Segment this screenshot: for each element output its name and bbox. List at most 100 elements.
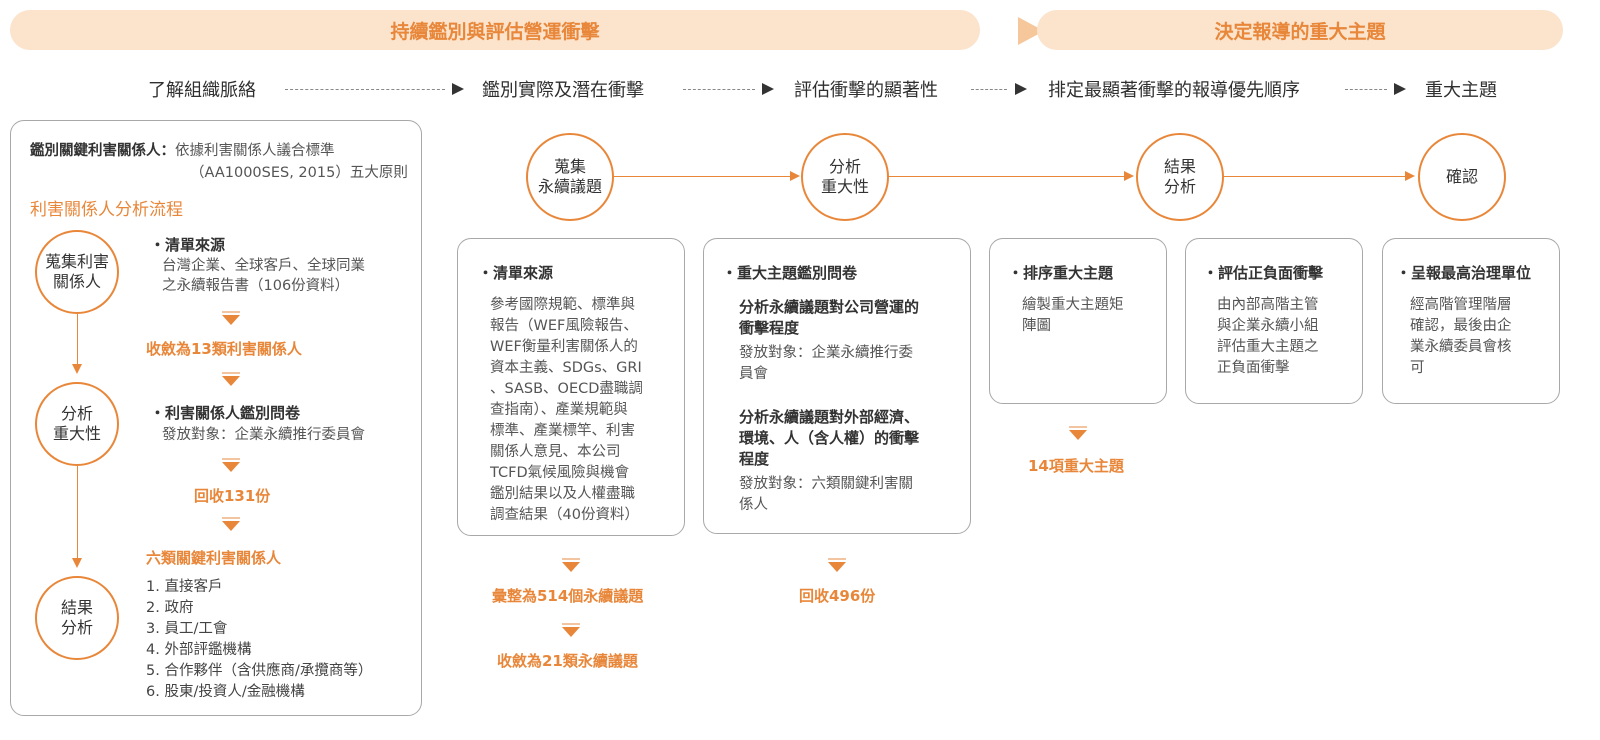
col5-line: 可 [1410, 360, 1425, 376]
col2-title: ・重大主題鑑別問卷 [722, 264, 858, 282]
phase-banner-right: 決定報導的重大主題 [1037, 10, 1563, 50]
stakeholder-item: 6. 股東/投資人/金融機構 [146, 684, 305, 700]
questionnaire-title: ・利害關係人鑑別問卷 [150, 404, 301, 422]
circle-collect-topics: 蒐集 永續議題 [526, 133, 614, 221]
arrow-right-icon [1405, 171, 1415, 181]
col2-sub2-line: 分析永續議題對外部經濟、 [739, 408, 920, 426]
arrow-down-icon [222, 517, 240, 531]
col1-line: 標準、產業標竿、利害 [490, 423, 635, 439]
col1-line: WEF衡量利害關係人的 [490, 339, 638, 355]
circle-result-analysis: 結果 分析 [35, 576, 119, 660]
arrow-down-icon [222, 458, 240, 472]
result-131: 回收131份 [194, 487, 271, 505]
step-connector [683, 89, 755, 90]
process-connector [612, 176, 792, 177]
circle-confirm: 確認 [1418, 133, 1506, 221]
arrow-right-icon [762, 83, 774, 95]
circle-analyze-materiality: 分析 重大性 [35, 382, 119, 466]
col1-line: 查指南）、產業規範與 [490, 402, 628, 418]
vertical-connector [77, 466, 78, 558]
col5-line: 確認，最後由企 [1410, 318, 1512, 334]
col2-target1-line: 員會 [739, 366, 768, 382]
arrow-right-icon [452, 83, 464, 95]
col5-line: 業永續委員會核 [1410, 339, 1512, 355]
result-six-key-stakeholders: 六類關鍵利害關係人 [146, 549, 282, 567]
col4-line: 由內部高階主管 [1217, 297, 1319, 313]
col3-line: 陣圖 [1022, 318, 1051, 334]
col1-line: 鑑別結果以及人權盡職 [490, 486, 635, 502]
phase-title-right: 決定報導的重大主題 [1214, 20, 1386, 43]
arrow-right-icon [790, 171, 800, 181]
col5-line: 經高階管理階層 [1410, 297, 1512, 313]
col4-line: 與企業永續小組 [1217, 318, 1319, 334]
arrow-down-icon [72, 364, 82, 374]
step-1: 了解組織脈絡 [148, 80, 256, 101]
stakeholder-item: 4. 外部評鑑機構 [146, 642, 252, 658]
circle-result-analysis-2: 結果 分析 [1136, 133, 1224, 221]
col2-target1-line: 發放對象：企業永續推行委 [739, 345, 913, 361]
circle-collect-stakeholders: 蒐集利害 關係人 [35, 230, 119, 314]
arrow-down-icon [562, 623, 580, 637]
list-source-text-1: 台灣企業、全球客戶、全球同業 [162, 258, 365, 274]
step-3: 評估衝擊的顯著性 [794, 80, 938, 101]
col2-sub2-line: 程度 [739, 450, 770, 468]
arrow-down-icon [562, 558, 580, 572]
intro-line-2: （AA1000SES, 2015）五大原則 [190, 165, 408, 181]
step-connector [971, 89, 1007, 90]
arrow-down-icon [1069, 426, 1087, 440]
intro-text: 依據利害關係人議合標準 [175, 143, 335, 159]
col4-title: ・評估正負面衝擊 [1203, 264, 1324, 282]
stakeholder-item: 1. 直接客戶 [146, 579, 223, 595]
col5-title: ・呈報最高治理單位 [1396, 264, 1532, 282]
governance-box [1382, 238, 1560, 404]
ranking-box [989, 238, 1167, 404]
col2-target2-line: 發放對象：六類關鍵利害關 [739, 476, 913, 492]
result-21-topics: 收斂為21類永續議題 [497, 652, 638, 670]
col1-title: ・清單來源 [478, 264, 554, 282]
intro-label: 鑑別關鍵利害關係人： [30, 143, 175, 159]
step-connector [285, 89, 445, 90]
result-496: 回收496份 [799, 587, 876, 605]
process-connector [1222, 176, 1408, 177]
source-list-box [457, 238, 685, 536]
impact-assessment-box [1185, 238, 1363, 404]
arrow-down-icon [222, 372, 240, 386]
vertical-connector [77, 314, 78, 364]
col1-line: 調查結果（40份資料） [490, 507, 639, 523]
col1-line: 資本主義、SDGs、GRI [490, 360, 642, 376]
stakeholder-item: 2. 政府 [146, 600, 194, 616]
arrow-down-icon [72, 558, 82, 568]
stakeholder-item: 3. 員工/工會 [146, 621, 228, 637]
result-514-topics: 彙整為514個永續議題 [492, 587, 644, 605]
col1-line: 報告（WEF風險報告、 [490, 318, 638, 334]
result-14-topics: 14項重大主題 [1028, 457, 1124, 475]
materiality-questionnaire-box [703, 238, 971, 534]
col2-sub1-line: 分析永續議題對公司營運的 [739, 298, 920, 316]
list-source-text-2: 之永續報告書（106份資料） [162, 278, 350, 294]
arrow-down-icon [222, 311, 240, 325]
arrow-right-icon [1394, 83, 1406, 95]
col2-target2-line: 係人 [739, 497, 768, 513]
stakeholder-item: 5. 合作夥伴（含供應商/承攬商等） [146, 663, 373, 679]
arrow-down-icon [828, 558, 846, 572]
arrow-right-icon [1124, 171, 1134, 181]
phase-banner-left: 持續鑑別與評估營運衝擊 [10, 10, 980, 50]
col4-line: 正負面衝擊 [1217, 360, 1290, 376]
process-connector [888, 176, 1128, 177]
questionnaire-target: 發放對象：企業永續推行委員會 [162, 427, 365, 443]
step-2: 鑑別實際及潛在衝擊 [482, 80, 644, 101]
circle-analyze-materiality-2: 分析 重大性 [801, 133, 889, 221]
arrow-right-icon [1015, 83, 1027, 95]
col4-line: 評估重大主題之 [1217, 339, 1319, 355]
col3-title: ・排序重大主題 [1008, 264, 1114, 282]
step-4: 排定最顯著衝擊的報導優先順序 [1048, 80, 1300, 101]
step-connector [1345, 89, 1387, 90]
flow-title: 利害關係人分析流程 [30, 200, 183, 220]
list-source-title: ・清單來源 [150, 236, 226, 254]
col2-sub2-line: 環境、人（含人權）的衝擊 [739, 429, 920, 447]
col1-line: TCFD氣候風險與機會 [490, 465, 630, 481]
col3-line: 繪製重大主題矩 [1022, 297, 1124, 313]
col1-line: 關係人意見、本公司 [490, 444, 621, 460]
step-5: 重大主題 [1425, 80, 1497, 101]
col2-sub1-line: 衝擊程度 [739, 319, 800, 337]
